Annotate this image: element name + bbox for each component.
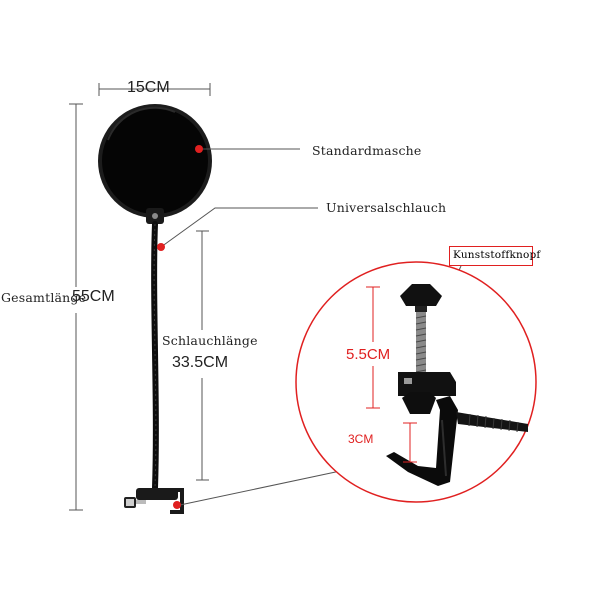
detail-dimension-lines	[366, 286, 417, 463]
total-length-dimension-line	[69, 103, 83, 511]
knob-callout-box: Kunststoffknopf	[449, 246, 540, 266]
hose-length-dimension-line	[196, 230, 209, 481]
knob-callout-label: Kunststoffknopf	[453, 249, 541, 261]
width-label: 15CM	[127, 79, 170, 96]
small-clamp	[124, 488, 184, 514]
total-length-value: 55CM	[72, 288, 115, 305]
total-length-caption: Gesamtlänge	[1, 290, 87, 305]
gooseneck-hose	[151, 221, 159, 491]
width-dimension-line	[98, 83, 211, 96]
detail-clamp	[386, 284, 528, 486]
hose-length-caption: Schlauchlänge	[162, 333, 258, 348]
clamp-height-label: 5.5CM	[346, 346, 391, 363]
mesh-callout-label: Standardmasche	[312, 143, 422, 158]
hose-callout-label: Universalschlauch	[326, 200, 447, 215]
pop-filter	[98, 104, 212, 224]
hose-length-value: 33.5CM	[172, 354, 229, 371]
clamp-opening-label: 3CM	[348, 432, 374, 446]
